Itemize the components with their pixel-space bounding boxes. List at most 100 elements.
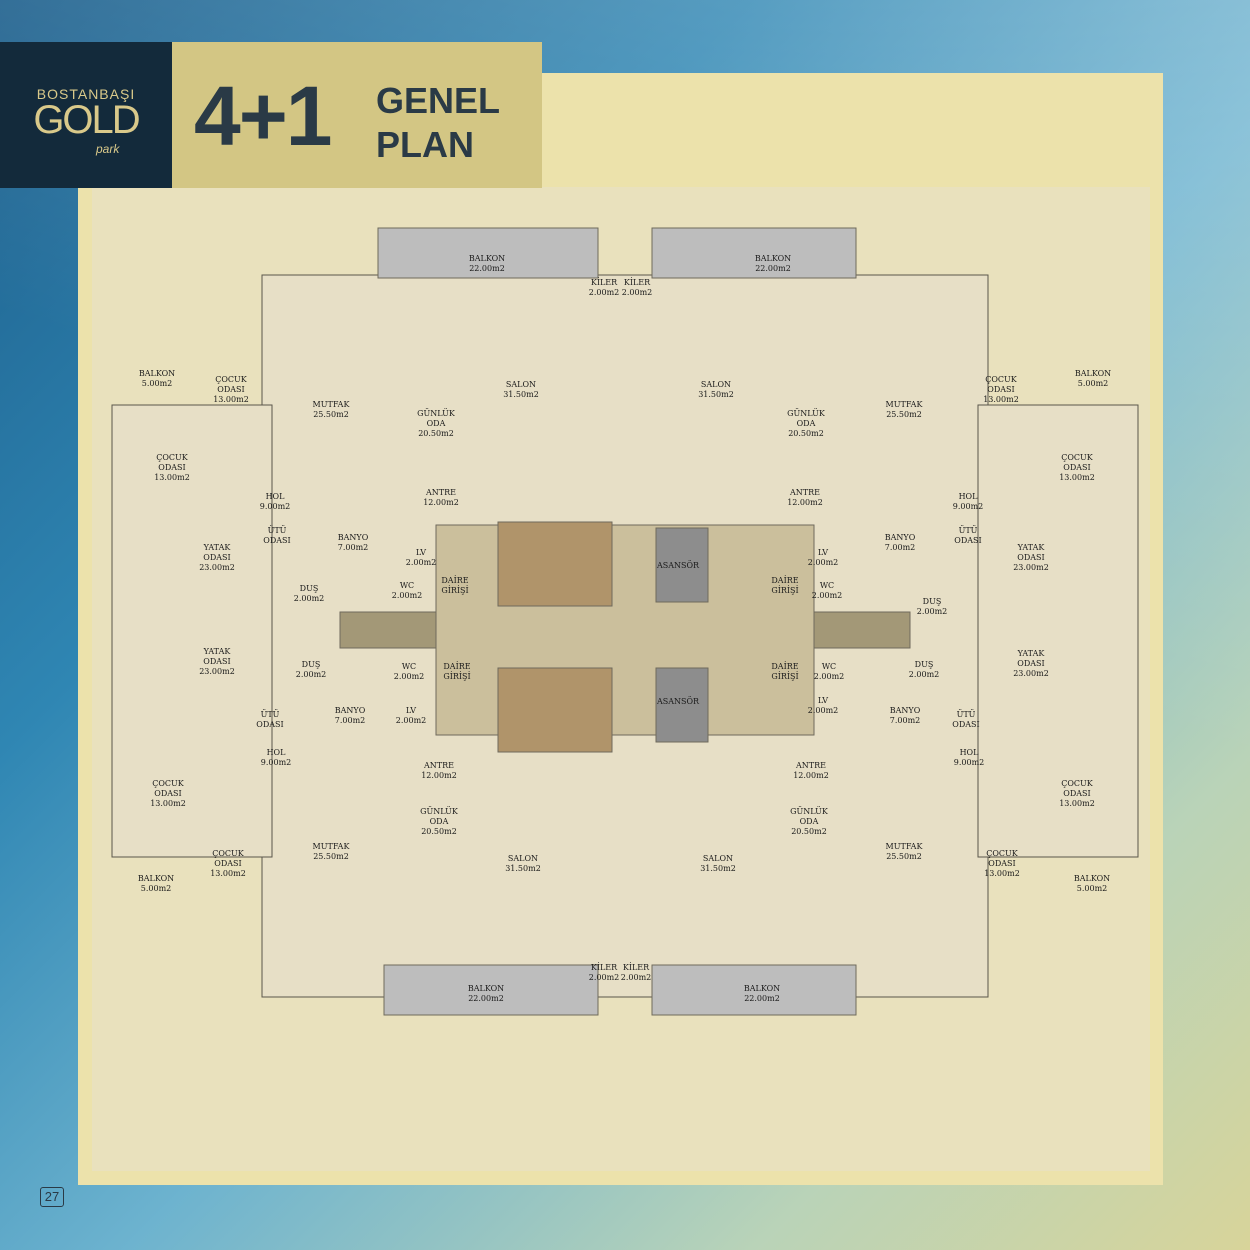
- room-name: KİLER: [623, 963, 650, 972]
- room-name: GİRİŞİ: [441, 586, 468, 595]
- room-area: 23.00m2: [1013, 563, 1049, 572]
- room-name: LV: [416, 548, 426, 557]
- room-name: KİLER: [591, 963, 618, 972]
- room-name: KİLER: [591, 278, 618, 287]
- room-name: BALKON: [1075, 369, 1111, 378]
- room-area: 2.00m2: [589, 288, 620, 297]
- room-name: ÇOCUK: [215, 375, 248, 384]
- room-name: SALON: [508, 854, 538, 863]
- room-label-wc: WC2.00m2: [814, 662, 845, 681]
- room-name: LV: [818, 548, 828, 557]
- room-area: 25.50m2: [886, 410, 922, 419]
- room-name: ÇOCUK: [1061, 453, 1094, 462]
- room-area: 9.00m2: [260, 502, 291, 511]
- room-name: ODASI: [256, 720, 283, 729]
- room-name: WC: [820, 581, 834, 590]
- room-name: ASANSÖR: [656, 561, 700, 570]
- room-name: ÜTÜ: [268, 526, 287, 535]
- room-name: ÜTÜ: [957, 710, 976, 719]
- room-area: 31.50m2: [698, 390, 734, 399]
- room-name: GÜNLÜK: [420, 807, 459, 816]
- room-name: ÇOCUK: [1061, 779, 1094, 788]
- room-area: 2.00m2: [917, 607, 948, 616]
- room-name: BALKON: [468, 984, 504, 993]
- room-name: DAİRE: [441, 576, 468, 585]
- room-name: BALKON: [1074, 874, 1110, 883]
- room-label-asans-r: ASANSÖR: [656, 561, 700, 570]
- room-name: ODASI: [214, 859, 241, 868]
- room-name: ASANSÖR: [656, 697, 700, 706]
- room-area: 23.00m2: [1013, 669, 1049, 678]
- room-name: ANTRE: [789, 488, 820, 497]
- room-area: 22.00m2: [744, 994, 780, 1003]
- room-name: ANTRE: [795, 761, 826, 770]
- room-name: GÜNLÜK: [417, 409, 456, 418]
- room-area: 2.00m2: [808, 558, 839, 567]
- room-area: 5.00m2: [1077, 884, 1108, 893]
- room-area: 12.00m2: [421, 771, 457, 780]
- room-label-lv: LV2.00m2: [808, 696, 839, 715]
- room-area: 13.00m2: [210, 869, 246, 878]
- room-name: BANYO: [338, 533, 369, 542]
- room-name: ODA: [800, 817, 819, 826]
- room-name: HOL: [267, 748, 287, 757]
- room-name: ODASI: [954, 536, 981, 545]
- room-area: 7.00m2: [335, 716, 366, 725]
- room-area: 31.50m2: [700, 864, 736, 873]
- room-area: 23.00m2: [199, 563, 235, 572]
- room-name: SALON: [703, 854, 733, 863]
- room-name: GİRİŞİ: [443, 672, 470, 681]
- room-name: MUTFAK: [313, 400, 351, 409]
- stair-north: [497, 521, 613, 607]
- room-area: 2.00m2: [394, 672, 425, 681]
- room-area: 20.50m2: [418, 429, 454, 438]
- room-name: ODASI: [952, 720, 979, 729]
- room-label-lv: LV2.00m2: [396, 706, 427, 725]
- room-area: 23.00m2: [199, 667, 235, 676]
- room-name: ÇOCUK: [152, 779, 185, 788]
- room-area: 13.00m2: [984, 869, 1020, 878]
- room-name: LV: [818, 696, 828, 705]
- room-area: 22.00m2: [755, 264, 791, 273]
- balcony-block-se: [651, 964, 857, 1016]
- room-name: ÜTÜ: [261, 710, 280, 719]
- room-area: 25.50m2: [313, 410, 349, 419]
- room-area: 9.00m2: [954, 758, 985, 767]
- room-area: 2.00m2: [396, 716, 427, 725]
- elevator-south: [655, 667, 709, 743]
- room-name: DAİRE: [771, 576, 798, 585]
- room-name: DUŞ: [300, 584, 319, 593]
- room-name: ODASI: [158, 463, 185, 472]
- room-name: WC: [400, 581, 414, 590]
- room-name: HOL: [960, 748, 980, 757]
- room-area: 31.50m2: [505, 864, 541, 873]
- room-name: ÇOCUK: [986, 849, 1019, 858]
